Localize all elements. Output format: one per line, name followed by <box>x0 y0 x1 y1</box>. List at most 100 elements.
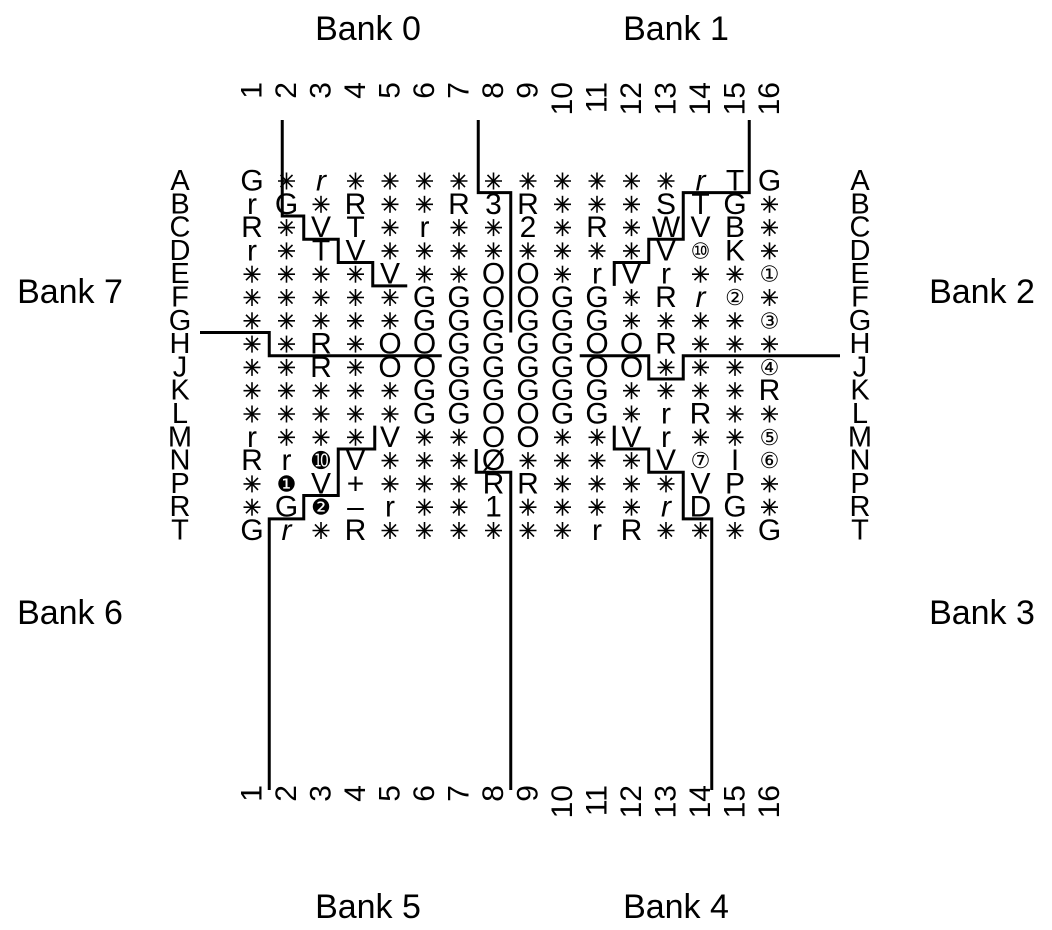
pin-unused-asterisk <box>450 475 468 493</box>
pin-unused-asterisk <box>588 428 606 446</box>
row-label-right: R <box>850 491 871 523</box>
pin-unused-asterisk <box>692 522 709 539</box>
pin-unused-asterisk <box>588 195 606 213</box>
column-label-bottom: 6 <box>408 785 441 802</box>
pin-cell: r <box>696 165 707 198</box>
row-label-left: H <box>170 328 191 360</box>
pin-unused-asterisk <box>347 382 364 400</box>
pin-cell: T <box>726 165 744 198</box>
pin-cell: R <box>241 444 263 477</box>
pin-cell: V <box>380 421 400 454</box>
column-label-top: 11 <box>581 82 614 113</box>
pin-cell: G <box>585 281 608 314</box>
row-label-left: F <box>171 282 189 314</box>
pin-unused-asterisk <box>623 219 640 237</box>
pin-cell: O <box>620 328 643 361</box>
row-label-left: N <box>170 445 191 477</box>
pin-cell: G <box>240 514 263 547</box>
pin-unused-asterisk <box>243 475 261 493</box>
pin-unused-asterisk <box>657 312 675 330</box>
pin-unused-asterisk <box>278 289 295 306</box>
pin-cell: B <box>725 211 745 244</box>
pin-cell: I <box>731 444 739 477</box>
pin-unused-asterisk <box>450 242 468 260</box>
pin-unused-asterisk <box>381 289 399 306</box>
row-label-left: D <box>170 235 191 267</box>
pin-unused-asterisk <box>381 382 399 400</box>
pin-unused-asterisk <box>761 335 778 353</box>
pin-unused-asterisk <box>416 265 433 283</box>
bank-4-label: Bank 4 <box>623 888 729 926</box>
pin-unused-asterisk <box>726 405 744 423</box>
pin-unused-asterisk <box>416 498 433 516</box>
pin-unused-asterisk <box>554 428 571 446</box>
pin-cell: + <box>347 467 365 500</box>
pin-unused-asterisk <box>623 242 640 260</box>
pin-unused-asterisk <box>657 475 675 493</box>
pin-cell: K <box>725 234 745 267</box>
pin-unused-asterisk <box>347 312 364 330</box>
pin-unused-asterisk <box>243 382 261 400</box>
pin-cell: O <box>482 281 505 314</box>
boundary-bank6-bank5 <box>267 425 377 790</box>
row-label-right: J <box>853 351 868 383</box>
pin-unused-asterisk <box>243 289 261 306</box>
pin-cell: R <box>241 211 263 244</box>
pin-unused-asterisk <box>347 428 364 446</box>
pin-cell: G <box>447 374 470 407</box>
boundary-bank2-bank3 <box>579 354 840 381</box>
column-label-top: 8 <box>477 82 510 99</box>
pin-cell: O <box>516 398 539 431</box>
row-label-left: L <box>172 398 188 430</box>
pin-unused-asterisk <box>278 219 295 237</box>
pin-unused-asterisk <box>347 172 364 190</box>
pin-unused-asterisk <box>381 312 399 330</box>
pin-cell: R <box>310 351 332 384</box>
pin-unused-asterisk <box>623 289 640 306</box>
row-label-right: C <box>850 212 871 244</box>
pin-cell: G <box>275 188 298 221</box>
pin-unused-asterisk <box>485 242 502 260</box>
pin-unused-asterisk <box>381 405 399 423</box>
pin-unused-asterisk <box>726 382 744 400</box>
pin-cell: V <box>345 234 365 267</box>
pin-unused-asterisk <box>312 289 330 306</box>
pin-cell: G <box>585 304 608 337</box>
pin-cell: R <box>448 188 470 221</box>
boundary-bank7-bank6 <box>200 330 442 358</box>
pin-cell: r <box>316 165 327 198</box>
column-label-bottom: 3 <box>305 785 338 802</box>
pin-unused-asterisk <box>243 498 261 516</box>
pin-unused-asterisk <box>278 405 295 423</box>
column-label-top: 15 <box>719 82 752 115</box>
pin-cell: ⑥ <box>760 448 780 473</box>
pin-cell: 1 <box>485 491 502 524</box>
pin-cell: R <box>759 374 781 407</box>
pin-unused-asterisk <box>243 358 261 376</box>
bank-boundaries <box>200 120 840 790</box>
pin-cell: – <box>347 491 364 524</box>
pin-unused-asterisk <box>554 242 571 260</box>
pin-unused-asterisk <box>761 219 778 237</box>
pin-unused-asterisk <box>450 265 468 283</box>
column-label-bottom: 8 <box>477 785 510 802</box>
pin-unused-asterisk <box>312 382 330 400</box>
pin-cell: V <box>380 258 400 291</box>
pin-cell: G <box>482 351 505 384</box>
pin-unused-asterisk <box>519 522 537 539</box>
pin-cell: O <box>482 258 505 291</box>
bank-3-label: Bank 3 <box>929 594 1035 632</box>
pin-cell: G <box>413 281 436 314</box>
row-label-left: A <box>170 165 190 197</box>
pin-cell: r <box>661 421 671 454</box>
pin-unused-asterisk <box>588 172 606 190</box>
pin-cell: r <box>592 258 602 291</box>
pin-cell: ② <box>725 285 745 310</box>
pin-unused-asterisk <box>726 522 744 539</box>
bank-6-label: Bank 6 <box>17 594 123 632</box>
pin-cell: G <box>447 304 470 337</box>
pin-unused-asterisk <box>243 335 261 353</box>
pin-cell: G <box>516 304 539 337</box>
